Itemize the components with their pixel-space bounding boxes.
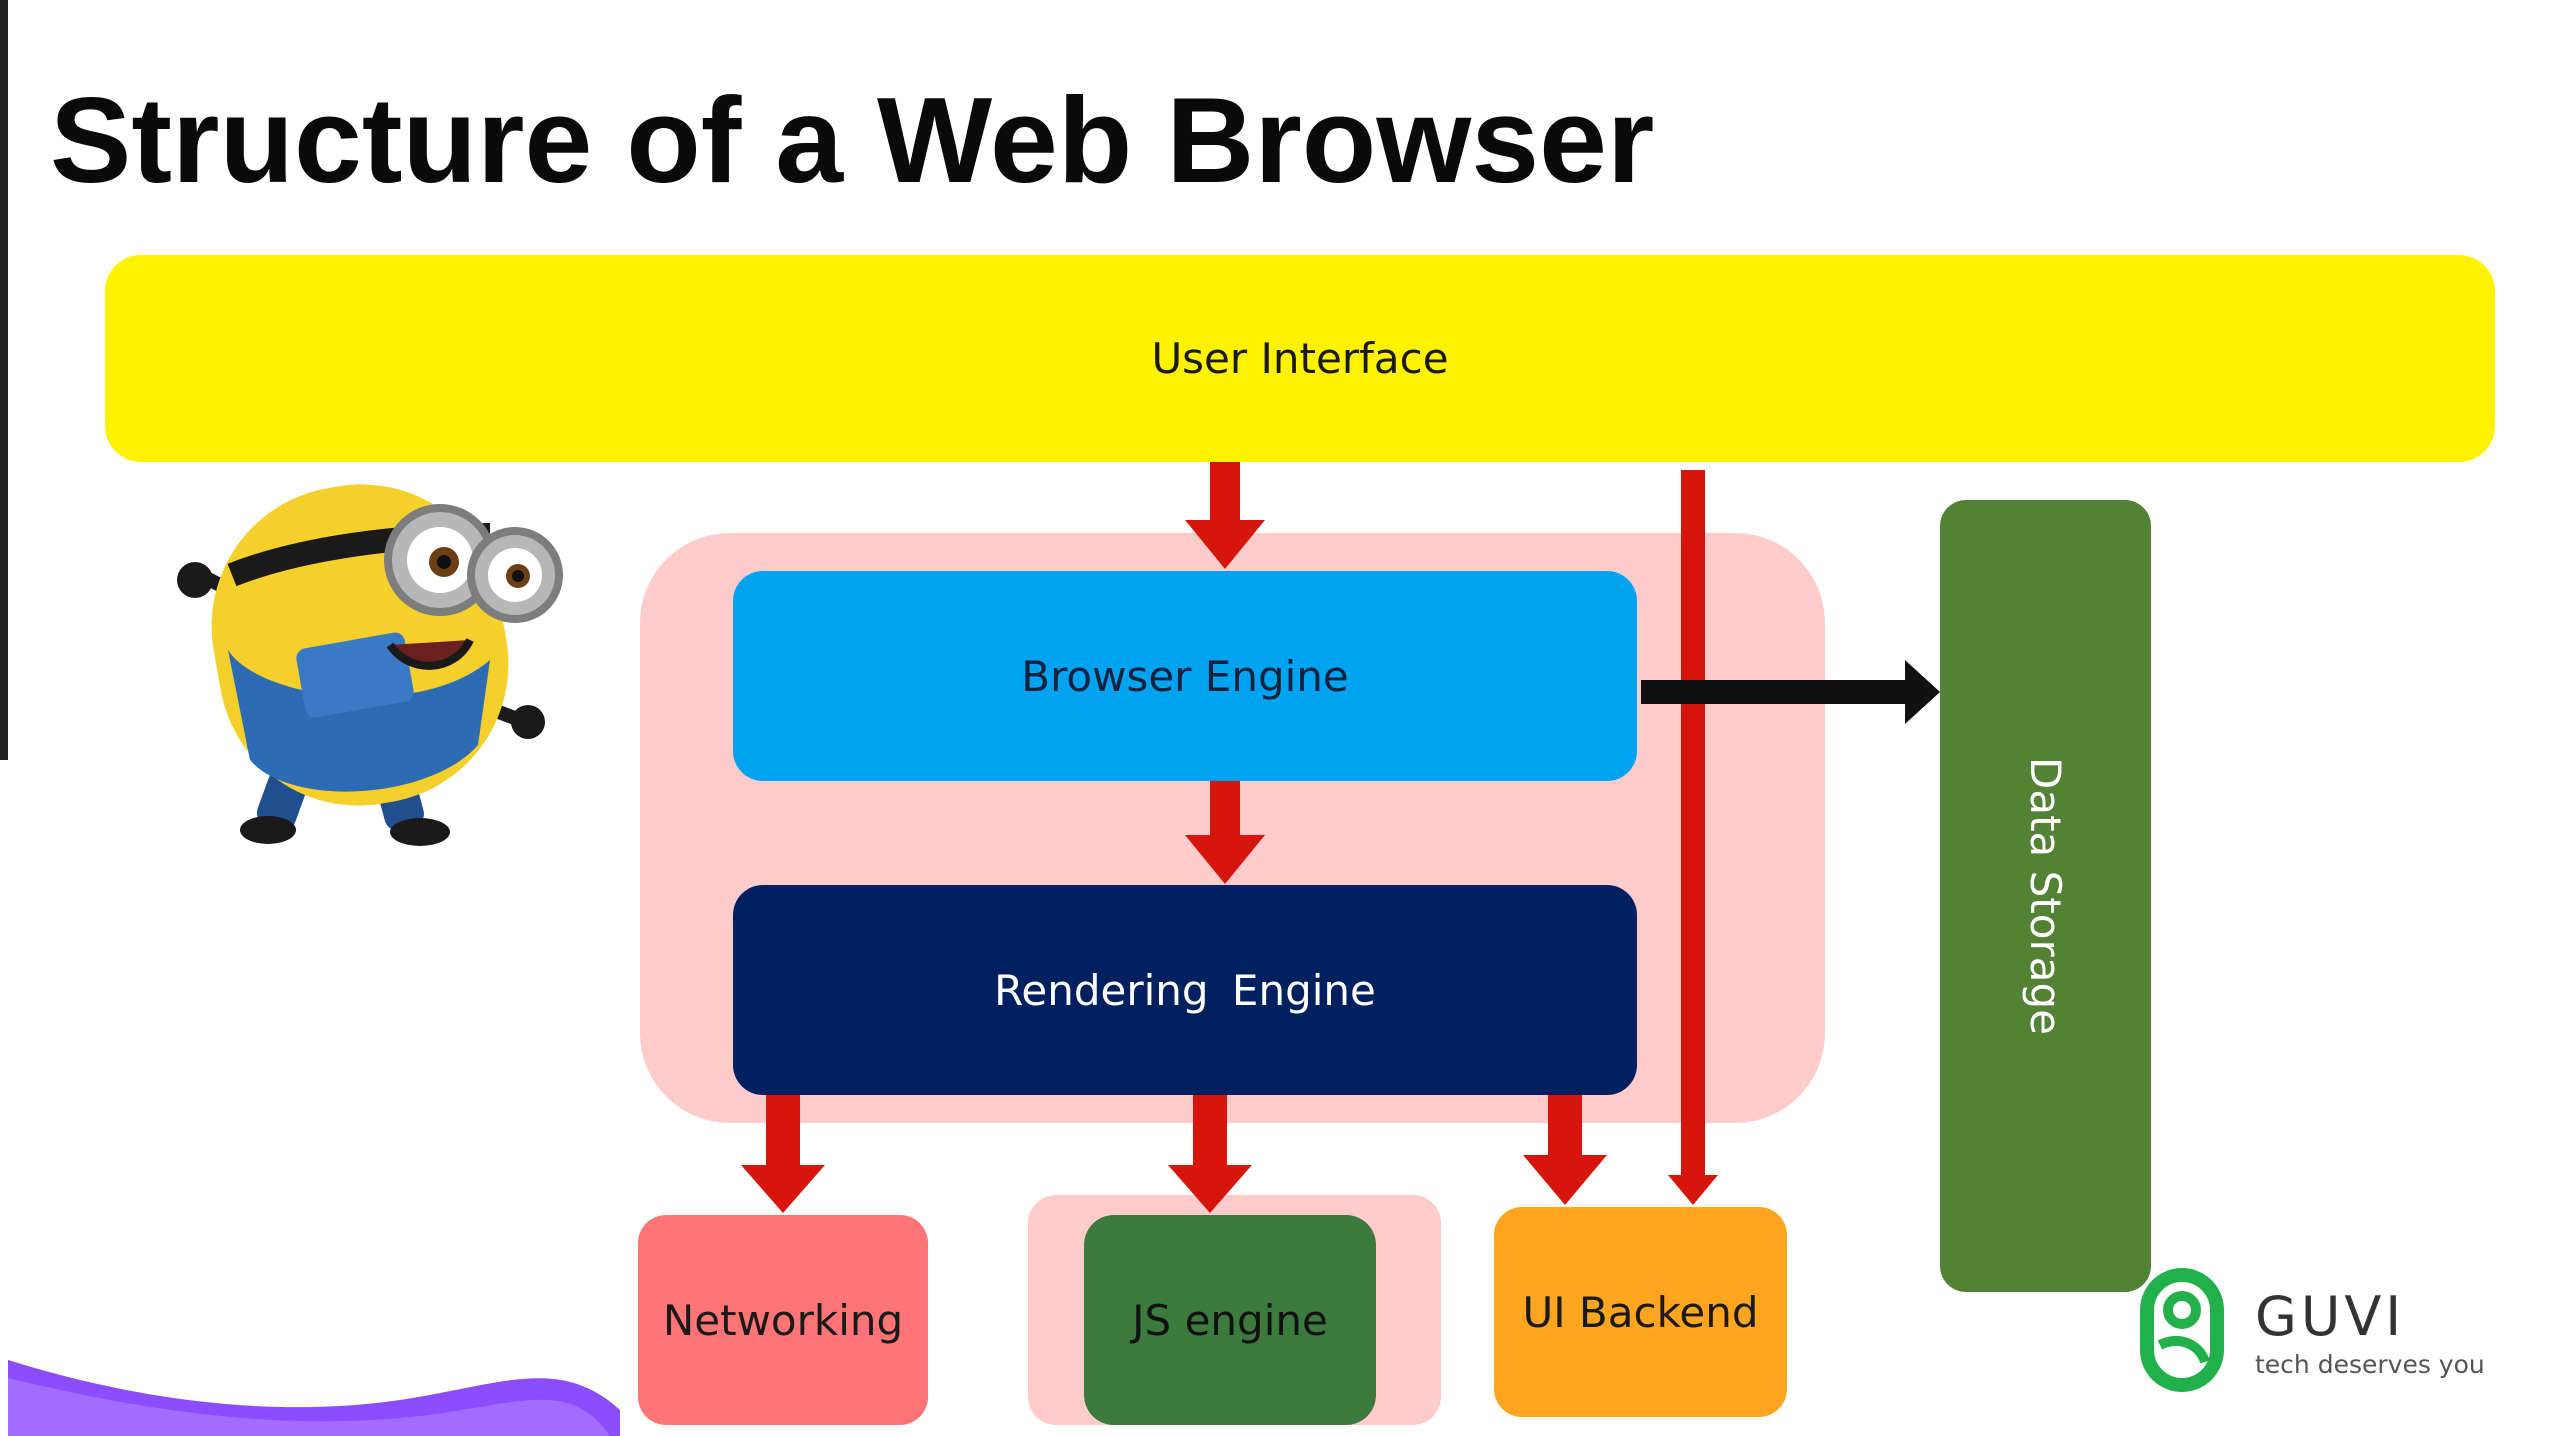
guvi-brand: GUVI tech deserves you — [2255, 1285, 2485, 1379]
networking-box: Networking — [638, 1215, 928, 1425]
purple-wave-decoration-light — [8, 1378, 610, 1436]
rendering-engine-box: Rendering Engine — [733, 885, 1637, 1095]
brand-tagline: tech deserves you — [2255, 1350, 2485, 1379]
arrow-ui-to-ui-backend — [1668, 470, 1718, 1205]
arrow-browser-to-rendering-engine — [1185, 781, 1265, 884]
slide-title: Structure of a Web Browser — [50, 72, 1655, 208]
data-storage-box: Data Storage — [1940, 500, 2151, 1292]
arrow-rendering-to-ui-backend — [1523, 1095, 1607, 1205]
window-edge — [0, 0, 8, 760]
arrow-rendering-to-networking — [741, 1095, 825, 1213]
data-storage-label: Data Storage — [2021, 757, 2070, 1035]
user-interface-box: User Interface — [105, 255, 2495, 462]
guvi-logo-icon — [2140, 1268, 2224, 1392]
js-engine-box: JS engine — [1084, 1215, 1376, 1425]
arrow-ui-to-browser-engine — [1185, 462, 1265, 569]
ui-backend-box: UI Backend — [1494, 1207, 1787, 1417]
minion-illustration — [177, 484, 563, 846]
arrow-rendering-to-js-engine — [1168, 1095, 1252, 1213]
browser-engine-box: Browser Engine — [733, 571, 1637, 781]
brand-name: GUVI — [2255, 1285, 2406, 1348]
arrow-browser-engine-to-data-storage — [1641, 660, 1940, 724]
